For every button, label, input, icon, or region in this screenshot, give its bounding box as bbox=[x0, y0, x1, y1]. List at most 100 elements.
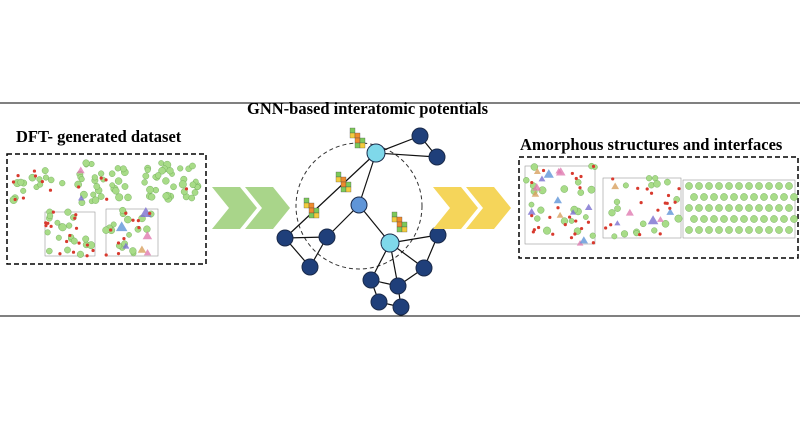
atom bbox=[636, 186, 640, 190]
atom bbox=[184, 187, 189, 191]
chevron-double-right-icon bbox=[245, 187, 290, 229]
atom bbox=[112, 187, 120, 195]
atom bbox=[58, 252, 62, 256]
atom bbox=[685, 204, 693, 212]
polyhedron bbox=[657, 216, 664, 222]
atom bbox=[82, 235, 90, 243]
atom bbox=[137, 226, 141, 230]
atom bbox=[530, 163, 539, 171]
graph-node bbox=[411, 127, 429, 145]
graph-node bbox=[350, 196, 368, 214]
polyhedron bbox=[614, 220, 621, 226]
feature-cell bbox=[340, 176, 347, 183]
atom bbox=[71, 250, 76, 254]
atom bbox=[78, 176, 85, 183]
feature-cell bbox=[396, 221, 403, 228]
cell-box bbox=[524, 165, 596, 245]
atom bbox=[191, 189, 199, 196]
cell-box bbox=[682, 179, 796, 239]
feature-cell bbox=[308, 212, 315, 219]
polyhedron bbox=[666, 208, 675, 215]
atom bbox=[116, 251, 121, 256]
atom bbox=[710, 215, 718, 223]
atom bbox=[665, 201, 669, 205]
atom bbox=[58, 223, 67, 232]
polyhedron bbox=[532, 183, 542, 191]
atom bbox=[528, 201, 535, 208]
atom bbox=[563, 223, 567, 227]
atom bbox=[568, 218, 575, 224]
atom bbox=[609, 223, 613, 227]
feature-cell bbox=[359, 137, 366, 144]
interface-region bbox=[602, 175, 683, 240]
amorphous-cell bbox=[523, 162, 598, 246]
atom bbox=[735, 226, 743, 234]
atom bbox=[119, 206, 127, 214]
atom bbox=[114, 177, 123, 185]
atom bbox=[570, 171, 574, 176]
dataset-title: DFT- generated dataset bbox=[16, 127, 182, 146]
atom bbox=[649, 191, 654, 195]
feature-cell bbox=[349, 127, 356, 134]
atom bbox=[85, 254, 89, 258]
atom bbox=[144, 167, 151, 173]
dataset-box bbox=[6, 153, 207, 265]
atom bbox=[124, 211, 128, 215]
atom bbox=[591, 164, 596, 169]
polyhedron bbox=[584, 203, 593, 211]
atom bbox=[695, 226, 703, 234]
atom bbox=[148, 211, 152, 216]
polyhedron bbox=[543, 169, 554, 178]
right-chevron-arrows bbox=[433, 187, 511, 229]
atom bbox=[124, 215, 132, 224]
feature-cell bbox=[313, 212, 320, 219]
atom bbox=[44, 229, 51, 236]
feature-cell bbox=[354, 132, 361, 139]
feature-cell bbox=[335, 176, 342, 183]
atom bbox=[656, 208, 660, 212]
feature-cell bbox=[391, 211, 398, 218]
atom bbox=[556, 206, 560, 210]
atom bbox=[715, 226, 723, 234]
polyhedron bbox=[76, 166, 85, 174]
atom bbox=[47, 176, 55, 184]
feature-cell bbox=[345, 186, 352, 193]
feature-cell bbox=[340, 186, 347, 193]
feature-cell bbox=[401, 226, 408, 233]
atom bbox=[579, 226, 584, 231]
atom bbox=[97, 193, 105, 200]
atom bbox=[658, 232, 662, 236]
atom bbox=[780, 193, 788, 201]
atom bbox=[537, 206, 545, 214]
atom bbox=[646, 175, 653, 182]
atom bbox=[99, 176, 103, 180]
polyhedron bbox=[553, 196, 562, 204]
graph-node bbox=[415, 259, 433, 277]
polyhedron bbox=[647, 215, 659, 225]
atom bbox=[695, 182, 703, 190]
atom bbox=[591, 241, 595, 245]
graph-node bbox=[428, 148, 446, 166]
atom bbox=[104, 178, 108, 182]
polyhedron bbox=[137, 245, 147, 253]
atom bbox=[705, 182, 713, 190]
left-chevron-arrows bbox=[212, 187, 290, 229]
feature-cell bbox=[340, 181, 347, 188]
atom bbox=[725, 226, 733, 234]
atom bbox=[790, 193, 798, 201]
atom bbox=[532, 228, 536, 232]
feature-vector-icon bbox=[391, 211, 408, 233]
atom bbox=[74, 226, 79, 230]
atom bbox=[129, 247, 137, 255]
atom bbox=[189, 181, 197, 189]
atom bbox=[574, 219, 578, 223]
graph-node bbox=[366, 143, 386, 163]
feature-cell bbox=[335, 171, 342, 178]
atom bbox=[115, 193, 124, 202]
atom bbox=[587, 185, 596, 194]
atom bbox=[760, 193, 768, 201]
feature-cell bbox=[401, 221, 408, 228]
atom bbox=[735, 182, 743, 190]
atom bbox=[46, 247, 53, 255]
atom bbox=[608, 209, 616, 217]
